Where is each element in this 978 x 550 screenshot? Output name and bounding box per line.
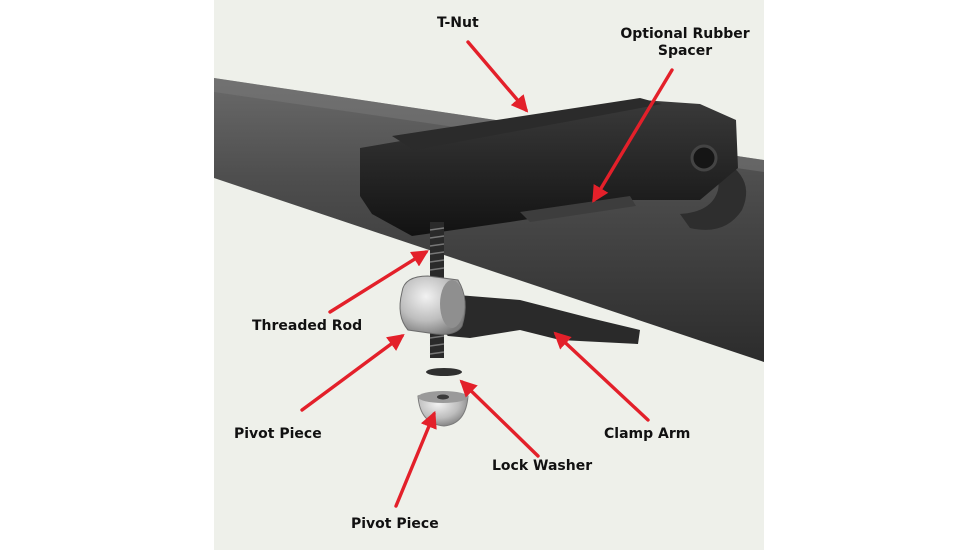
- label-clamp-arm: Clamp Arm: [604, 426, 691, 442]
- label-t-nut: T-Nut: [437, 15, 479, 31]
- arrow-pivot-piece-left: [300, 333, 405, 412]
- pivot-piece-lower-hole: [437, 394, 449, 400]
- label-optional-rubber-spacer: Optional Rubber Spacer: [612, 26, 758, 60]
- clamp-arm-part: [420, 292, 640, 344]
- label-pivot-piece-left: Pivot Piece: [234, 426, 322, 442]
- label-lock-washer: Lock Washer: [492, 458, 593, 474]
- label-optional-rubber-spacer-line1: Optional Rubber: [620, 26, 750, 42]
- label-pivot-piece-bottom: Pivot Piece: [351, 516, 439, 532]
- arrow-lock-washer: [459, 379, 540, 458]
- arrow-pivot-piece-bottom: [394, 410, 437, 508]
- callout-arrows: [300, 40, 674, 508]
- arrow-t-nut: [466, 40, 529, 113]
- label-optional-rubber-spacer-line2: Spacer: [657, 43, 713, 59]
- label-threaded-rod: Threaded Rod: [252, 318, 363, 334]
- arrow-rubber-spacer: [592, 68, 674, 203]
- thread-lines: [429, 227, 445, 355]
- arrow-clamp-arm: [553, 331, 650, 422]
- lock-washer-part: [426, 368, 462, 376]
- arrow-threaded-rod: [328, 250, 429, 314]
- hinge-bolt-hole: [690, 144, 718, 172]
- t-nut-top-rail: [392, 98, 662, 150]
- pivot-piece-upper-face: [440, 280, 464, 328]
